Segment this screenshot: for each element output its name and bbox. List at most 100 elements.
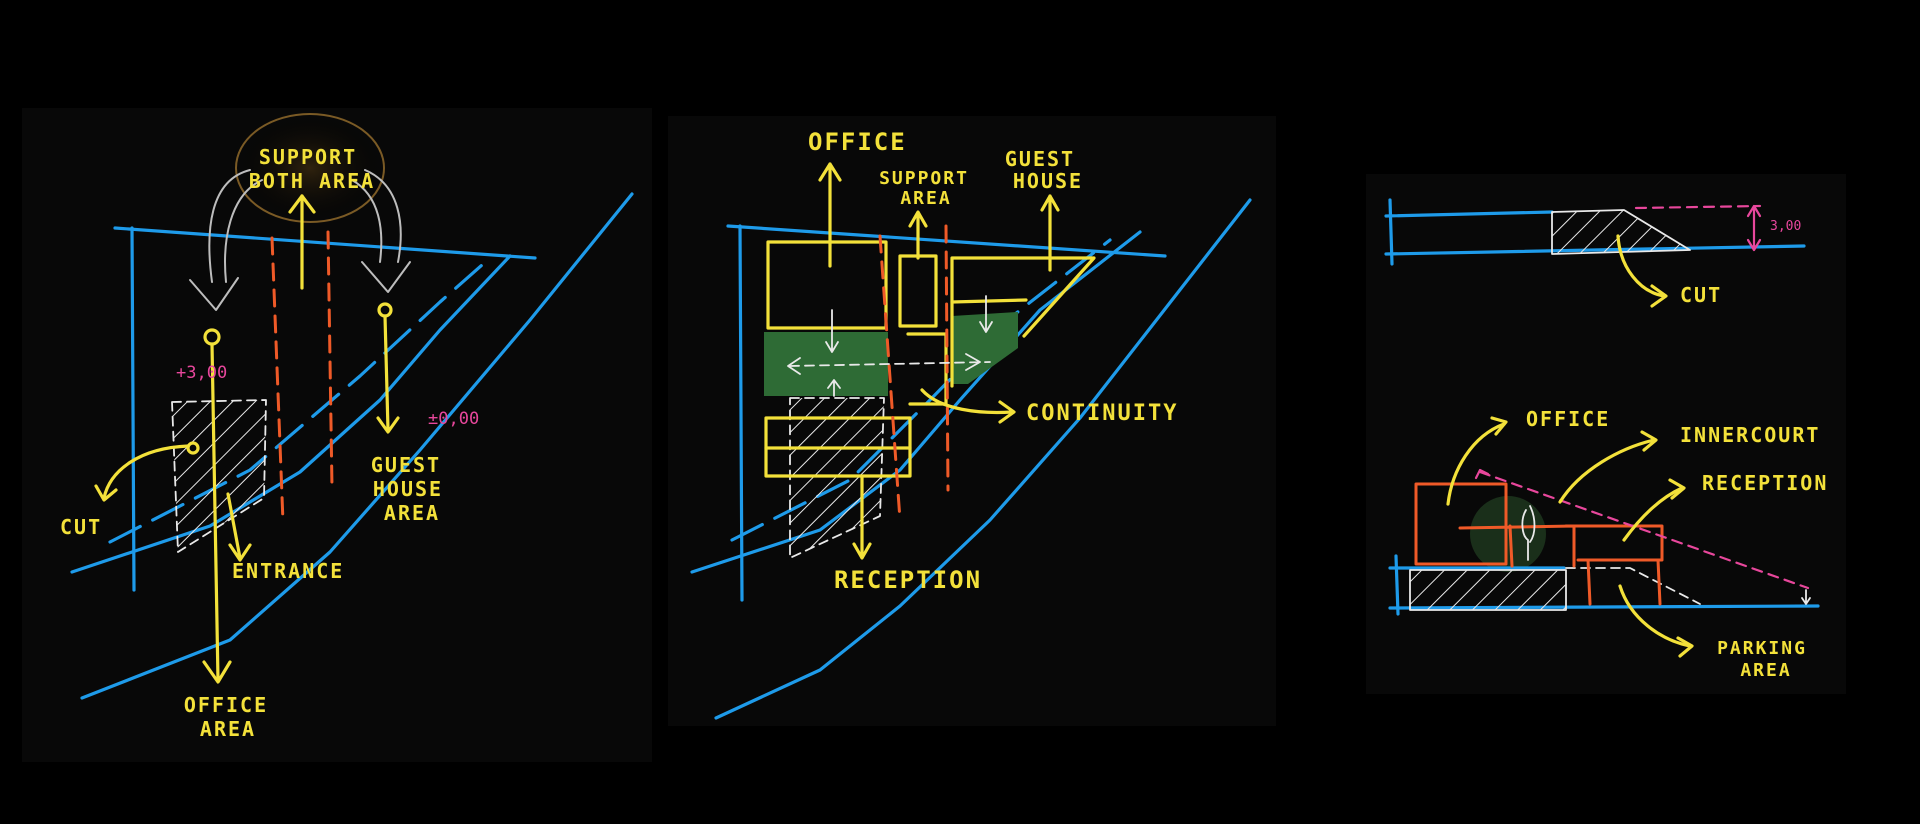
label-office: OFFICE [184,693,268,717]
flow-arrow-up [827,379,841,397]
label-support: SUPPORT [259,145,357,169]
axis-dashed-1 [270,236,285,524]
reception-volume [1564,524,1664,606]
site-line-dashed [730,238,1112,542]
label-office: OFFICE [808,128,907,156]
guest-house-block [950,256,1096,388]
cut-leader-dot [186,441,200,455]
reception-leader-arrow [1622,486,1684,542]
site-line-outer [714,198,1252,720]
cut-leader-arrow-head [94,484,118,502]
guest-axis-arrow-head [376,416,400,434]
label-cut: CUT [60,515,102,539]
label-parking: PARKING [1717,638,1807,659]
office-block [766,240,888,330]
support-up-arrow [908,210,928,260]
parking-leader-arrow [1618,584,1692,648]
label-reception: RECEPTION [1702,471,1828,495]
innercourt-tree-canopy [1470,496,1546,572]
support-up-arrow-head [288,194,316,214]
label-entrance: ENTRANCE [232,559,344,583]
sightline-arrow-head [1474,468,1490,480]
panel-3-section-sketches: 3,00 CUT OFFICE INNERCOURT RECEPTION PAR… [1366,174,1846,694]
cut-leader-arrow-head [1650,284,1668,308]
upper-level-line [1384,210,1554,218]
level-reference-line [1634,204,1762,210]
label-office-area: AREA [200,717,256,741]
support-arrow-left-head [189,277,239,311]
support-arrow-right-inner [351,179,383,263]
office-leader-arrow-head [1490,416,1508,436]
panel-1-site-zoning-sketch: SUPPORT BOTH AREA +3,00 ±0,00 CUT ENTRAN… [22,108,652,762]
flow-arrow-guest [979,295,993,333]
parking-leader-arrow-head [1676,636,1694,658]
cut-section-outline [1551,209,1691,255]
label-house: HOUSE [1013,169,1083,193]
office-volume [1414,482,1508,566]
site-boundary-top [113,226,537,260]
cut-leader-arrow [1616,234,1666,298]
cut-base-outline [1409,569,1567,611]
label-guest: GUEST [1005,147,1075,171]
entrance-arrow-head [228,543,252,562]
innercourt-tree-icon [1521,505,1536,561]
cut-hatched-area [172,400,266,552]
axis-dashed-2 [944,224,950,492]
sightline-dashed [1478,470,1810,590]
support-arrow-right-head [361,261,411,293]
site-boundary-left [130,226,136,592]
site-line-outer [80,192,634,700]
top-section-edge [1388,198,1394,266]
label-cut: CUT [1680,283,1722,307]
innercourt-leader-arrow [1558,438,1656,504]
label-guest-area: AREA [384,501,440,525]
flow-arrow-down [825,309,839,353]
panel-2-program-layout-sketch: OFFICE SUPPORT AREA GUEST HOUSE CONTINUI… [668,116,1276,726]
flow-arrow-left [787,357,801,375]
label-innercourt: INNERCOURT [1680,423,1820,447]
bottom-section-edge [1394,554,1400,616]
reception-leader-arrow-head [1668,478,1686,500]
cut-hatched-section [1552,210,1690,254]
support-circle-sketch [235,113,385,223]
label-house: HOUSE [373,477,443,501]
support-arrow-left-inner [224,179,263,283]
continuity-arrow [920,388,1014,415]
axis-dashed-2 [326,230,334,490]
label-guest: GUEST [371,453,441,477]
office-leader-arrow [1446,422,1506,506]
axis-dashed-1 [878,234,902,522]
site-boundary-left [738,224,744,602]
flow-arrow-right [965,353,981,371]
guest-axis-arrow [383,314,390,432]
sightline-level-arrow [1801,589,1811,605]
label-support: SUPPORT [879,168,969,189]
support-halo [234,112,386,224]
green-space-guest [952,312,1018,384]
continuity-flow-line [789,361,991,367]
cut-leader-arrow [102,444,190,500]
office-up-arrow [818,162,842,268]
label-both-area: BOTH AREA [249,169,375,193]
continuity-arrow-head [998,400,1016,424]
label-level-plus-3: +3,00 [176,363,227,383]
cut-hatched-base [1410,570,1566,610]
cut-area-outline [789,397,885,559]
support-arrow-right [364,169,402,263]
label-parking-area: AREA [1740,660,1791,681]
panel-2-board [668,116,1276,726]
entrance-arrow [226,492,242,560]
level-dimension-arrow [1746,204,1762,252]
label-support-area: AREA [900,188,951,209]
office-axis-arrow-head [202,660,232,684]
office-axis-arrow [210,342,220,682]
label-continuity: CONTINUITY [1026,401,1178,426]
support-arrow-left [208,169,251,283]
label-office: OFFICE [1526,407,1610,431]
label-level-zero: ±0,00 [428,409,479,429]
label-level-3: 3,00 [1770,219,1801,234]
guest-house-division [950,298,1028,304]
cut-area-outline [171,399,267,553]
reception-down-arrow [852,476,872,560]
